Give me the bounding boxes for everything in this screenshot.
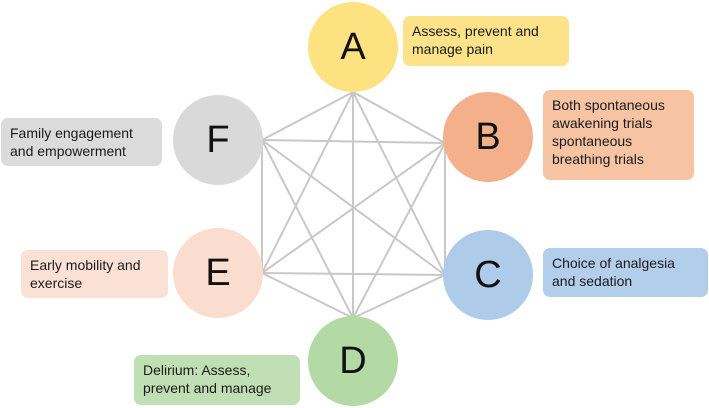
- label-c: Choice of analgesia and sedation: [543, 248, 708, 297]
- connector-a-b: [352, 91, 446, 144]
- node-e: E: [173, 228, 263, 318]
- connector-c-f: [261, 139, 446, 276]
- label-b: Both spontaneous awakening trials sponta…: [543, 90, 694, 180]
- label-a: Assess, prevent and manage pain: [403, 16, 569, 66]
- node-f: F: [173, 95, 263, 185]
- connector-a-c: [352, 91, 446, 276]
- label-e: Early mobility and exercise: [21, 250, 168, 298]
- connector-d-e: [261, 272, 354, 319]
- connector-c-d: [352, 274, 446, 319]
- label-d: Delirium: Assess, prevent and manage: [134, 355, 300, 405]
- node-b: B: [443, 92, 533, 182]
- connector-a-f: [261, 91, 354, 141]
- connector-b-f: [261, 139, 446, 144]
- label-f: Family engagement and empowerment: [1, 118, 162, 166]
- connector-d-f: [261, 139, 354, 319]
- connector-b-d: [352, 142, 446, 319]
- node-c: C: [443, 230, 533, 320]
- node-a: A: [308, 2, 398, 92]
- connector-c-e: [261, 272, 446, 276]
- node-d: D: [308, 316, 398, 406]
- connector-a-e: [261, 91, 354, 274]
